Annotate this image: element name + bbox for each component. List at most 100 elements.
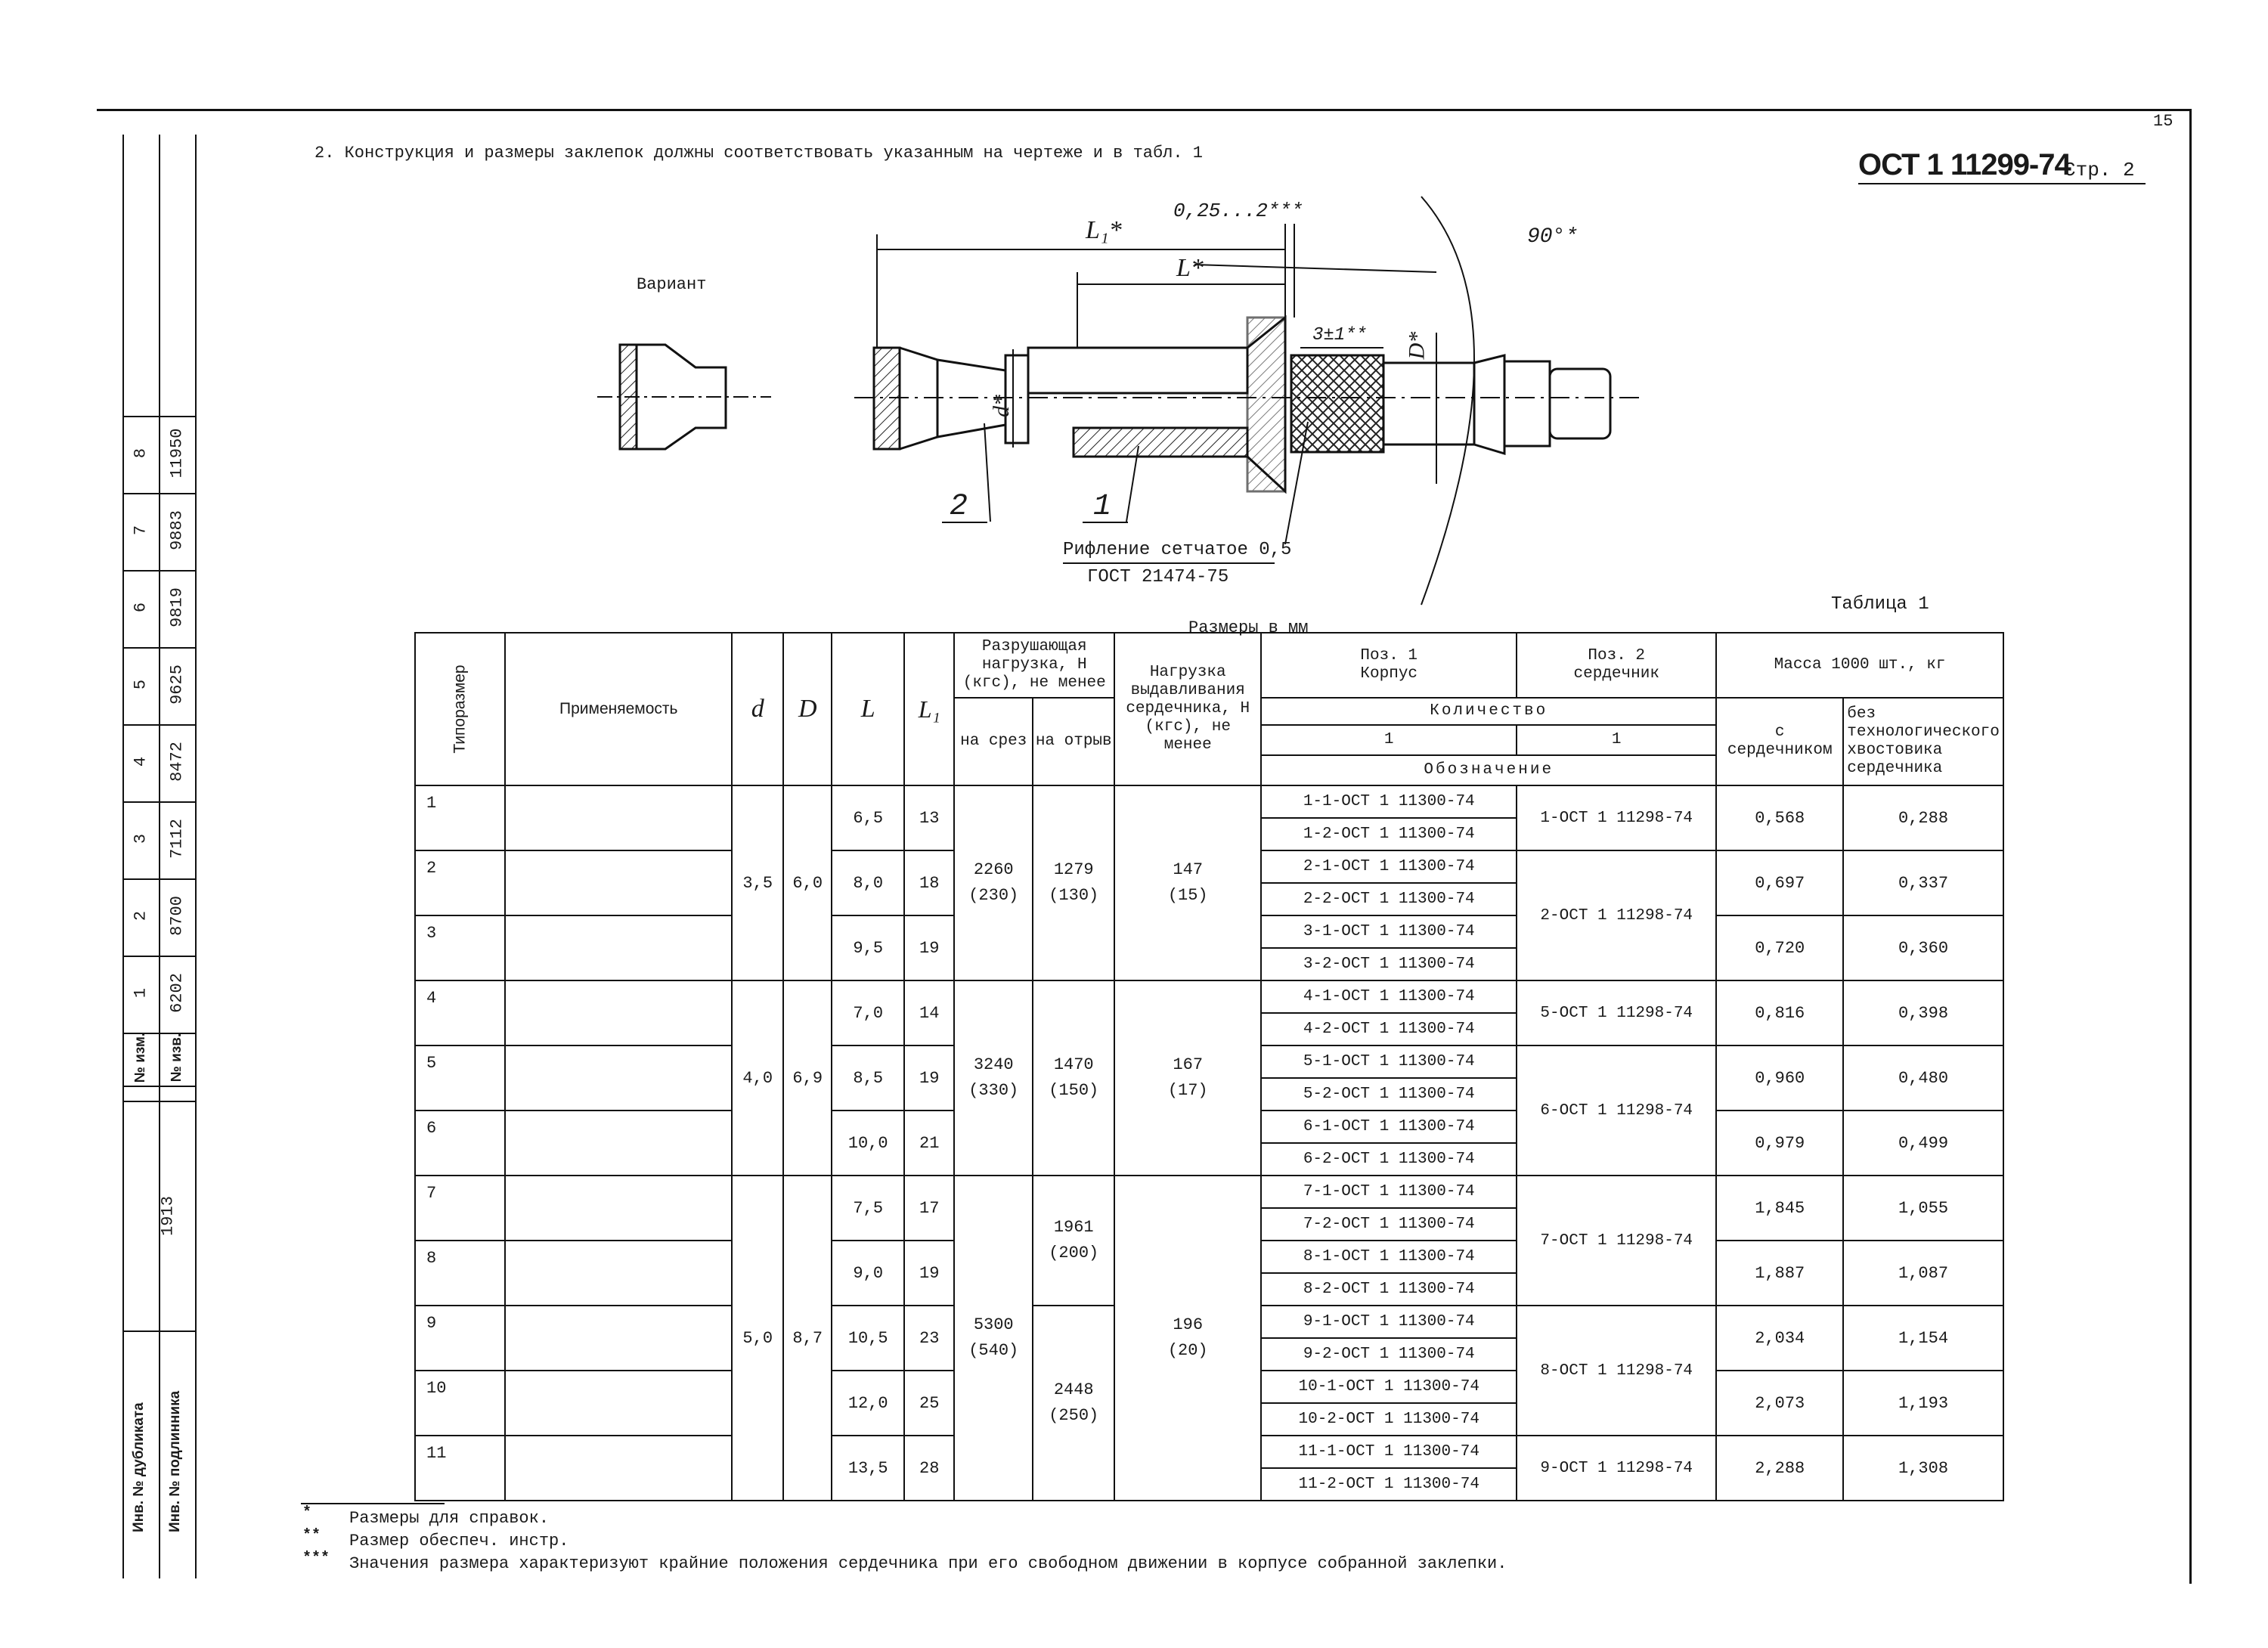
sidebar-inv-divider <box>122 1330 195 1332</box>
applic-cell <box>504 1175 733 1241</box>
L1-cell: 18 <box>903 850 956 916</box>
sidebar-rule <box>122 1033 195 1034</box>
orig-label: Инв. № подлинника <box>167 1390 183 1532</box>
type-cell: 1 <box>414 785 507 851</box>
table-title: Таблица 1 <box>1831 594 1929 615</box>
dim-L1: L₁* <box>1086 216 1122 244</box>
L1-cell: 19 <box>903 1240 956 1306</box>
pos1-cell: 8-1-ОСТ 1 11300-74 <box>1260 1240 1518 1274</box>
sidebar-rule <box>122 493 195 494</box>
L-cell: 8,0 <box>831 850 906 916</box>
type-cell: 7 <box>414 1175 507 1241</box>
L1-cell: 17 <box>903 1175 956 1241</box>
pos2-cell: 1-ОСТ 1 11298-74 <box>1516 785 1718 851</box>
d-cell: 5,0 <box>731 1175 785 1501</box>
L1-cell: 23 <box>903 1305 956 1371</box>
d-cell: 3,5 <box>731 785 785 981</box>
mass-with-cell: 0,697 <box>1715 850 1845 916</box>
col-L1: L₁ <box>903 632 956 786</box>
pos1-cell: 1-1-ОСТ 1 11300-74 <box>1260 785 1518 819</box>
col-shear: на срез <box>953 697 1034 786</box>
applic-cell <box>504 785 733 851</box>
rev-notice: 6202 <box>167 973 187 1013</box>
col-mass-without: без технологического хвостовика сердечни… <box>1842 697 2004 786</box>
revision-sidebar <box>122 135 197 1578</box>
mass-with-cell: 1,845 <box>1715 1175 1845 1241</box>
pos2-cell: 2-ОСТ 1 11298-74 <box>1516 850 1718 981</box>
L-cell: 9,5 <box>831 915 906 981</box>
pos2-cell: 5-ОСТ 1 11298-74 <box>1516 980 1718 1046</box>
sidebar-rule <box>122 724 195 726</box>
L-cell: 6,5 <box>831 785 906 851</box>
pos1-cell: 4-2-ОСТ 1 11300-74 <box>1260 1012 1518 1046</box>
rev-number: 8 <box>131 448 150 459</box>
pos1-cell: 3-2-ОСТ 1 11300-74 <box>1260 947 1518 981</box>
sidebar-rule <box>122 878 195 880</box>
dim-D: D* <box>1404 331 1430 360</box>
mass-without-cell: 1,193 <box>1842 1370 2004 1436</box>
d-cell: 4,0 <box>731 980 785 1176</box>
footnote-text: Размер обеспеч. инстр. <box>349 1532 569 1550</box>
pos1-cell: 6-2-ОСТ 1 11300-74 <box>1260 1142 1518 1176</box>
push-cell: 196(20) <box>1114 1175 1263 1501</box>
applic-cell <box>504 1240 733 1306</box>
footnote-mark: * <box>302 1504 312 1522</box>
pos1-cell: 7-2-ОСТ 1 11300-74 <box>1260 1207 1518 1241</box>
dim-gap: 0,25...2*** <box>1173 200 1303 222</box>
mass-without-cell: 1,055 <box>1842 1175 2004 1241</box>
rev-number: 7 <box>131 525 150 536</box>
rev-number: 2 <box>131 910 150 922</box>
applic-cell <box>504 850 733 916</box>
sidebar-rule <box>122 647 195 649</box>
pos2-cell: 6-ОСТ 1 11298-74 <box>1516 1045 1718 1176</box>
L1-cell: 19 <box>903 915 956 981</box>
rev-notice: 7112 <box>167 819 187 859</box>
sidebar-rule <box>122 1086 195 1087</box>
pos1-cell: 9-2-ОСТ 1 11300-74 <box>1260 1337 1518 1371</box>
pos1-cell: 6-1-ОСТ 1 11300-74 <box>1260 1110 1518 1144</box>
pos1-cell: 5-1-ОСТ 1 11300-74 <box>1260 1045 1518 1079</box>
type-cell: 2 <box>414 850 507 916</box>
sidebar-rule <box>122 416 195 417</box>
L1-cell: 19 <box>903 1045 956 1111</box>
designation-header: Обозначение <box>1260 754 1718 786</box>
type-cell: 4 <box>414 980 507 1046</box>
mass-without-cell: 1,154 <box>1842 1305 2004 1371</box>
mass-without-cell: 0,499 <box>1842 1110 2004 1176</box>
mass-with-cell: 0,720 <box>1715 915 1845 981</box>
pos1-cell: 10-2-ОСТ 1 11300-74 <box>1260 1402 1518 1436</box>
sidebar-rule <box>122 801 195 803</box>
col-d: d <box>731 632 785 786</box>
col-mass: Масса 1000 шт., кг <box>1715 632 2004 699</box>
L-cell: 7,0 <box>831 980 906 1046</box>
pos1-cell: 2-1-ОСТ 1 11300-74 <box>1260 850 1518 884</box>
push-cell: 167(17) <box>1114 980 1263 1176</box>
L1-cell: 28 <box>903 1435 956 1501</box>
pos2-cell: 9-ОСТ 1 11298-74 <box>1516 1435 1718 1501</box>
knurl-note-line <box>1063 562 1275 564</box>
type-cell: 9 <box>414 1305 507 1371</box>
mass-without-cell: 0,480 <box>1842 1045 2004 1111</box>
dim-angle: 90°* <box>1527 225 1579 249</box>
rev-notice: 9883 <box>167 510 187 550</box>
rev-label: № изм. <box>132 1032 148 1083</box>
mass-without-cell: 1,308 <box>1842 1435 2004 1501</box>
L-cell: 10,0 <box>831 1110 906 1176</box>
footnote-rule <box>301 1503 445 1504</box>
pos1-cell: 1-2-ОСТ 1 11300-74 <box>1260 817 1518 851</box>
col-type: Типоразмер <box>414 632 507 786</box>
doc-code-underline <box>1858 183 2146 184</box>
mass-without-cell: 0,398 <box>1842 980 2004 1046</box>
rev-notice: 11950 <box>167 428 187 479</box>
rev-notice: 8700 <box>167 896 187 936</box>
type-cell: 8 <box>414 1240 507 1306</box>
rivet-table: Типоразмер Применяемость d D L L₁ Разруш… <box>414 632 2004 1501</box>
table-row: 10-2-ОСТ 1 11300-74 <box>415 1402 2003 1436</box>
table-row: 5-2-ОСТ 1 11300-74 <box>415 1077 2003 1111</box>
table-row: 4-2-ОСТ 1 11300-74 <box>415 1012 2003 1046</box>
mass-with-cell: 0,568 <box>1715 785 1845 851</box>
